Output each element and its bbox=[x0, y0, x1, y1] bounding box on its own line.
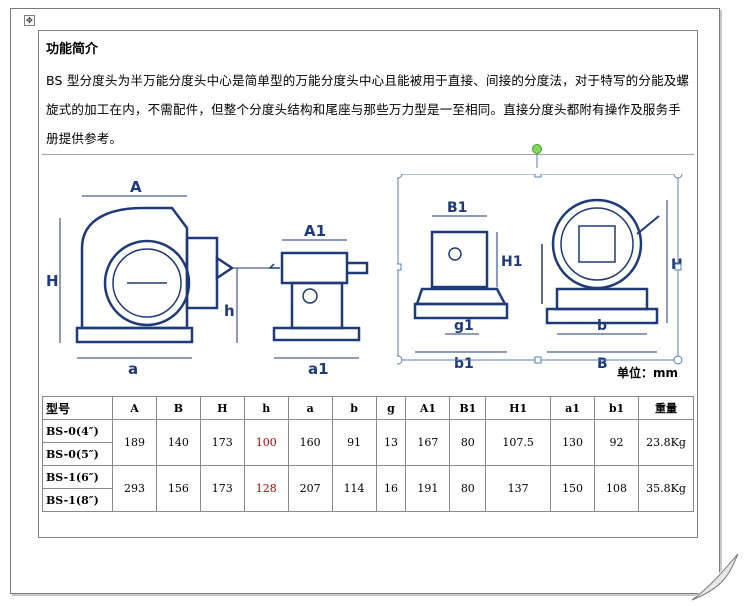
value-cell: 114 bbox=[331, 465, 377, 512]
table-row: BS-1(8″) bbox=[42, 488, 694, 512]
label-H1: H1 bbox=[501, 254, 522, 270]
table-row: BS-1(6″) 293 156 173 128 207 114 16 191 … bbox=[42, 465, 694, 512]
header-weight: 重量 bbox=[638, 396, 694, 420]
header-B1: B1 bbox=[449, 396, 487, 420]
value-cell: 130 bbox=[550, 419, 596, 466]
label-g1: g1 bbox=[454, 318, 474, 334]
document-table bbox=[38, 30, 698, 538]
header-A1: A1 bbox=[405, 396, 451, 420]
value-cell: 16 bbox=[375, 465, 407, 512]
diagram-row: A H h a A1 a1 bbox=[42, 144, 694, 392]
intro-title: 功能简介 bbox=[46, 42, 99, 57]
header-B: B bbox=[155, 396, 201, 420]
table-header-row: 型号 A B H h a b g A1 B1 H1 a1 b1 重量 bbox=[42, 396, 694, 420]
value-cell: 80 bbox=[449, 419, 487, 466]
value-cell: 13 bbox=[375, 419, 407, 466]
value-cell: 91 bbox=[331, 419, 377, 466]
value-cell: 80 bbox=[449, 465, 487, 512]
label-A1: A1 bbox=[304, 222, 326, 240]
value-cell: 92 bbox=[594, 419, 639, 466]
value-cell: 107.5 bbox=[485, 419, 552, 466]
value-cell: 173 bbox=[199, 465, 245, 512]
header-a: a bbox=[287, 396, 333, 420]
value-cell: 156 bbox=[155, 465, 201, 512]
header-A: A bbox=[112, 396, 157, 420]
header-model: 型号 bbox=[42, 396, 113, 420]
value-cell: 23.8Kg bbox=[638, 419, 694, 466]
header-b1: b1 bbox=[594, 396, 639, 420]
header-H1: H1 bbox=[485, 396, 552, 420]
table-move-handle-icon[interactable]: ✥ bbox=[24, 15, 35, 26]
label-h: h bbox=[224, 302, 235, 320]
value-cell: 128 bbox=[243, 465, 289, 512]
spec-table: 型号 A B H h a b g A1 B1 H1 a1 b1 重量 BS-0(… bbox=[42, 396, 694, 512]
header-h: h bbox=[243, 396, 289, 420]
value-cell: 167 bbox=[405, 419, 451, 466]
value-cell: 100 bbox=[243, 419, 289, 466]
header-b: b bbox=[331, 396, 377, 420]
intro-text: BS 型分度头为半万能分度头中心是简单型的万能分度头中心且能被用于直接、间接的分… bbox=[46, 73, 690, 146]
rotate-handle-icon[interactable] bbox=[531, 144, 543, 168]
value-cell: 189 bbox=[112, 419, 157, 466]
label-a: a bbox=[128, 360, 138, 378]
value-cell: 137 bbox=[485, 465, 552, 512]
header-H: H bbox=[199, 396, 245, 420]
value-cell: 108 bbox=[594, 465, 639, 512]
model-cell: BS-1(6″) bbox=[42, 465, 113, 489]
model-cell: BS-1(8″) bbox=[42, 488, 113, 512]
model-cell: BS-0(5″) bbox=[42, 442, 113, 466]
intro-section: 功能简介 BS 型分度头为半万能分度头中心是简单型的万能分度头中心且能被用于直接… bbox=[42, 34, 694, 155]
header-a1: a1 bbox=[550, 396, 596, 420]
label-A: A bbox=[130, 178, 142, 196]
value-cell: 160 bbox=[287, 419, 333, 466]
value-cell: 207 bbox=[287, 465, 333, 512]
page-curl-icon bbox=[690, 552, 740, 602]
value-cell: 35.8Kg bbox=[638, 465, 694, 512]
dividing-head-front-diagram[interactable]: B1 H1 g1 b1 b B H bbox=[397, 174, 687, 374]
table-row: BS-0(5″) bbox=[42, 442, 694, 466]
value-cell: 293 bbox=[112, 465, 157, 512]
value-cell: 191 bbox=[405, 465, 451, 512]
label-b1: b1 bbox=[454, 356, 474, 372]
value-cell: 150 bbox=[550, 465, 596, 512]
header-g: g bbox=[375, 396, 407, 420]
label-b: b bbox=[597, 318, 607, 334]
value-cell: 173 bbox=[199, 419, 245, 466]
label-B: B bbox=[597, 356, 608, 372]
label-H: H bbox=[46, 272, 59, 290]
model-cell: BS-0(4″) bbox=[42, 419, 113, 443]
table-row: BS-0(4″) 189 140 173 100 160 91 13 167 8… bbox=[42, 419, 694, 466]
unit-label: 单位：mm bbox=[616, 366, 678, 380]
value-cell: 140 bbox=[155, 419, 201, 466]
label-B1: B1 bbox=[447, 200, 467, 216]
dividing-head-side-diagram: A H h a A1 a1 bbox=[46, 178, 369, 378]
label-a1: a1 bbox=[308, 360, 329, 378]
